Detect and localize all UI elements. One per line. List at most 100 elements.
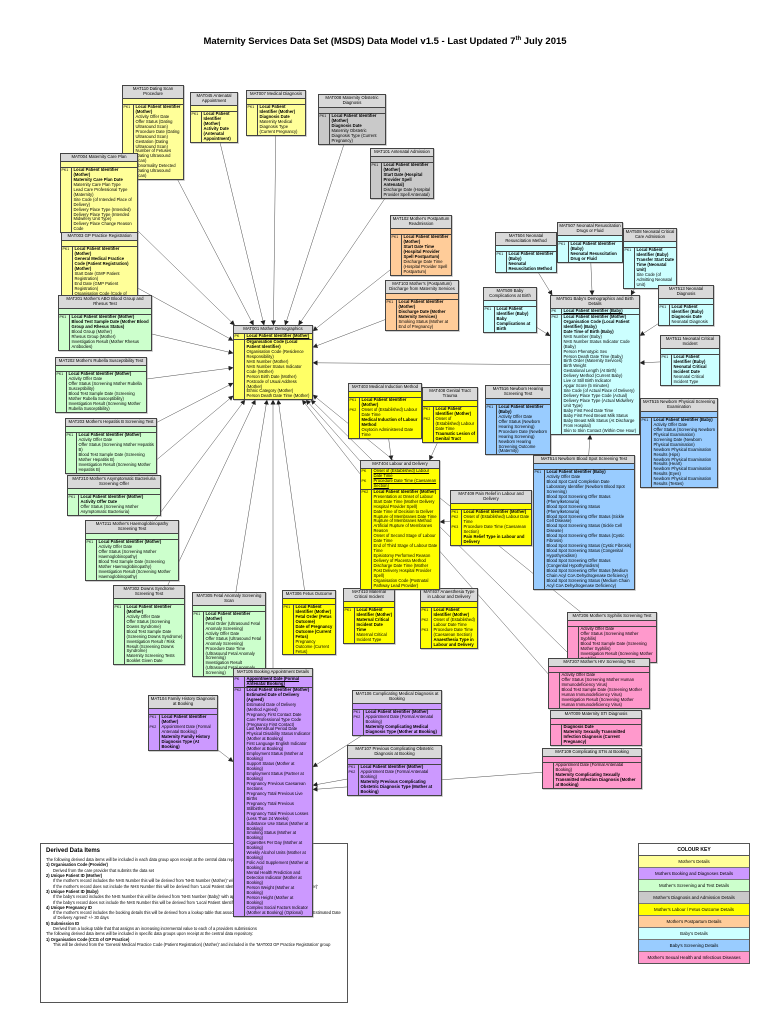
attr-text: Local Patient Identifier (Mother) xyxy=(363,709,441,715)
pk-label xyxy=(534,495,544,505)
attr-row: Substance Use Status (Mother at Booking) xyxy=(234,821,312,832)
attr-row: Support Status (Mother at Booking) xyxy=(234,761,312,773)
attr-row: Blood Spot Screening Offer Status (Cysti… xyxy=(534,533,634,545)
attr-text: Transfer Start Date Time (Neonatal Unit) xyxy=(634,257,676,273)
attr-row: Newborn Physical Examination Results (Te… xyxy=(641,476,717,488)
attr-text: Appointment Date (Formal Antenatal Booki… xyxy=(244,676,312,687)
attr-row: Rhesus Group (Mother) xyxy=(59,334,151,340)
attr-row: Delivery Place Change Reason Code xyxy=(61,221,137,233)
attr-text: Local Patient Identifier (Mother) xyxy=(461,509,531,515)
attr-row: Person Death Date Time (Mother) xyxy=(234,393,312,400)
pk-label xyxy=(641,428,651,438)
pk-label: PK1 xyxy=(61,167,69,172)
pk-label: PK1 xyxy=(62,246,70,251)
attr-text: Last Menstrual Period Date xyxy=(244,727,312,733)
entity-title: MAT106 Complicating Medical Diagnosis at… xyxy=(353,691,441,704)
attr-text: Offer Status (Screening Mother Rubella S… xyxy=(66,381,146,392)
attr-text: Screening Date (Newborn Physical Examina… xyxy=(651,437,717,448)
pk-label xyxy=(391,245,401,260)
pk-label xyxy=(234,340,244,350)
attr-text: Procedure Date (Dating Ultrasound Scan) xyxy=(133,129,183,140)
attr-text: Delivery Place Type (Actual Midwifery Un… xyxy=(561,398,639,409)
attr-row: Gestation (Dating Ultrasound Scan) xyxy=(123,139,183,150)
attr-text: Local Patient Identifier (Mother) xyxy=(203,611,265,622)
pk-label xyxy=(114,620,124,630)
entity-mat103: MAT103 Mother's (Postpartum) Discharge f… xyxy=(385,280,459,331)
attr-text: Local Patient Identifier (Baby) xyxy=(671,354,719,365)
attr-text: Local Patient Identifier (Mother) xyxy=(257,104,305,115)
pk-label xyxy=(62,282,72,292)
attr-text: Date of Pregnancy Outcome (Current Fetus… xyxy=(293,624,335,640)
attr-text: Complex Social Factors Indicator (Mother… xyxy=(244,905,312,916)
attr-text: Delivery Method (Current Baby) xyxy=(561,373,639,380)
pk-label: PK3 xyxy=(451,524,459,529)
entity-title: MAT207 Mother's HIV Screening Test xyxy=(549,659,649,667)
pk-label xyxy=(641,438,651,448)
attr-row: Postcode of Usual Address (Mother) xyxy=(234,379,312,390)
pk-label: PK2 xyxy=(361,489,369,494)
primary-key-band xyxy=(641,412,717,418)
entity-body: Appointment Date (Formal Antenatal Booki… xyxy=(543,756,641,788)
pk-label xyxy=(624,258,634,273)
derived-line: Derived from a lookup table that that as… xyxy=(53,926,257,932)
attr-row: Organisation Code (Postnatal Pathway Lea… xyxy=(361,578,439,589)
attr-row: Newborn Physical Examination Results (Ey… xyxy=(641,466,717,478)
attr-row: Episiotomy Performed Reason xyxy=(361,553,439,560)
attr-row: Blood Spot Screening Status (Sickle Cell… xyxy=(534,523,634,535)
primary-key-band xyxy=(661,349,719,355)
relationship-line-mat403-mat404 xyxy=(388,438,394,461)
attr-text: Activity Offer Date xyxy=(78,499,160,505)
entity-title: MAT509 Baby Complications at Birth xyxy=(484,288,536,301)
attr-row: Screening Date (Newborn Physical Examina… xyxy=(641,437,717,448)
primary-key-band xyxy=(421,602,477,608)
primary-key-band xyxy=(423,401,477,407)
attr-row: Presentation at Onset of Labour xyxy=(361,494,439,500)
pk-label xyxy=(371,188,381,198)
attr-row: Estimated Date of Delivery (Agreed) xyxy=(234,692,312,703)
attr-text: Site Code (of Admitting Neonatal Unit) xyxy=(634,272,676,288)
pk-label xyxy=(659,320,669,325)
attr-text: Person Death Date Time (Baby) xyxy=(561,354,639,360)
pk-label: PK2 xyxy=(451,514,459,519)
derived-line: If the mother's record includes the book… xyxy=(53,910,341,921)
pk-label: PK xyxy=(234,676,240,681)
attr-text: Appointment Date (Formal Antenatal Booki… xyxy=(553,762,641,773)
entity-title: MAT516 Newborn Hearing Screening Test xyxy=(486,386,550,399)
pk-label: PK1 xyxy=(149,714,157,719)
pk-label: PK1 xyxy=(66,432,74,437)
derived-line: 3) Unique Patient ID (Baby) xyxy=(46,888,99,894)
entity-title: MAT045 Antenatal Appointment xyxy=(191,93,237,106)
attr-text: Date Time of Birth (Baby) xyxy=(561,329,639,335)
attr-row: Blood Test Sample Date (Screening Mother… xyxy=(66,452,156,463)
attr-text: Appointment Date (Formal Antenatal Booki… xyxy=(159,724,217,735)
attr-row: Activity Offer Date xyxy=(123,114,183,120)
pk-label xyxy=(234,886,244,896)
pk-label: PK2 xyxy=(348,769,356,774)
attr-row: Investigation Result (Screening Mother H… xyxy=(549,697,649,708)
pk-label xyxy=(234,822,244,832)
attr-text: Local Patient Identifier (Baby) xyxy=(544,469,634,475)
entity-title: MAT203 Mother's Hepatitis B Screening Te… xyxy=(66,419,156,427)
attr-row: Activity Offer Date xyxy=(86,544,178,550)
attr-text: Maternity Sexually Transmitted Infection… xyxy=(561,729,641,745)
relationship-line-mat501-mat001 xyxy=(312,360,551,366)
entity-title: MAT104 Family History Diagnosis at Booki… xyxy=(149,696,217,709)
attr-text: Offer Status (Screening Mother Asymptoma… xyxy=(78,504,160,515)
attr-row: Pain Relief Type in Labour and Delivery xyxy=(451,534,531,545)
pk-label xyxy=(66,453,76,463)
